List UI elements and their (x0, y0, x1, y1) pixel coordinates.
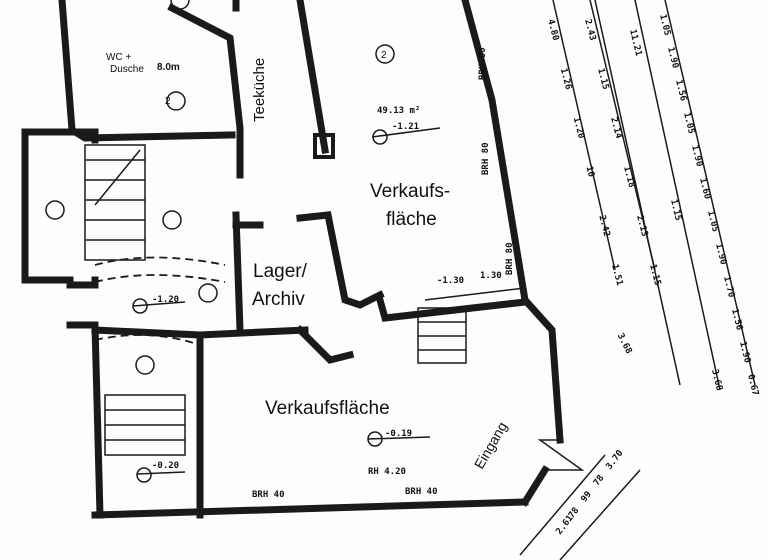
dimension-label: 2.13 (634, 214, 649, 238)
light-icon (45, 200, 65, 220)
dimension-label: 78 (592, 473, 607, 488)
brh-label: BRH 40 (405, 487, 438, 497)
level-label: -1.30 (437, 276, 464, 286)
room-height-label: RH 4.20 (368, 467, 406, 477)
dimension-labels: 4.801.261.20102.421.512.431.152.141.182.… (545, 13, 760, 536)
dimension-label: 1.05 (705, 210, 720, 233)
dimension-label: 1.60 (697, 177, 712, 200)
room-label-teekueche: Teeküche (251, 58, 268, 122)
dimension-label: 1.90 (689, 144, 704, 167)
lager-right-wall (296, 211, 385, 309)
dimension-label: 1.90 (665, 46, 680, 69)
dimension-label: 1.26 (558, 67, 573, 91)
wc-size: 8.0m (157, 62, 180, 73)
lager-left-wall (232, 211, 244, 334)
dimension-label: 1.15 (647, 263, 662, 287)
dimension-label: 10 (583, 165, 595, 178)
room-label-wc: WC + (106, 52, 131, 63)
dimension-label: 1.51 (609, 263, 624, 287)
dimension-label: 3.70 (604, 449, 625, 472)
light-icon (135, 355, 155, 375)
stairs (84, 144, 467, 456)
dimension-label: 1.56 (729, 308, 744, 331)
dimension-label: 1.70 (721, 275, 736, 298)
dimension-label: 1.15 (668, 198, 683, 221)
lower-room-top-wall (196, 326, 309, 339)
room-label-wc: Dusche (110, 64, 144, 75)
dimension-label: 0.67 (745, 373, 760, 396)
brh-label: BRH 80 (505, 242, 515, 275)
dimension-label: 3.68 (709, 368, 724, 391)
dimension-label: 1.90 (713, 242, 728, 265)
marker-circle (166, 91, 186, 111)
dimension-label: 3.68 (615, 332, 634, 356)
brh-label: BRH 80 (481, 142, 491, 175)
upper-room-bottom (375, 295, 529, 322)
teekueche-wall (167, 3, 244, 179)
level-label: -0.20 (152, 461, 179, 471)
outer-left-wall (21, 128, 74, 284)
room-label-lager: Archiv (252, 289, 305, 310)
dimension-label: 2.42 (596, 214, 611, 238)
room-label-verkauf-upper: fläche (386, 209, 437, 230)
light-icon (170, 0, 190, 10)
room-label-eingang: Eingang (471, 419, 511, 472)
entrance-door (537, 439, 585, 471)
level-label: -0.19 (385, 429, 412, 439)
dimension-label: 1.15 (595, 67, 610, 91)
dimension-label: 99 (579, 490, 594, 505)
marker-label: 2 (165, 96, 171, 107)
interior-wall-upper (296, 0, 330, 155)
dimension-label: 1.56 (673, 79, 688, 102)
level-label: 1.30 (480, 271, 502, 281)
lower-left-wall (66, 321, 104, 519)
dimension-label: 1.20 (571, 116, 586, 140)
level-label: -1.21 (392, 122, 419, 132)
brh-label: BRH 80 (478, 47, 488, 80)
dimension-lines (519, 0, 756, 560)
dimension-label: 1.05 (657, 13, 672, 36)
room-label-verkauf-upper: Verkaufs- (370, 181, 450, 202)
walls (21, 0, 585, 519)
marker-circle (375, 44, 395, 64)
stair-room-top (21, 128, 99, 144)
level-marker-icon (136, 467, 152, 483)
light-fixtures (45, 0, 218, 375)
brh-label: BRH 40 (252, 490, 285, 500)
dimension-label: 1.05 (681, 112, 696, 135)
bottom-wall (91, 498, 529, 519)
level-label: -1.20 (152, 295, 179, 305)
marker-label: 2 (381, 50, 387, 61)
room-label-verkauf-lower: Verkaufsfläche (265, 398, 390, 419)
level-markers (132, 44, 526, 483)
wc-wall (58, 0, 236, 142)
area-label: 49.13 m² (377, 106, 420, 116)
light-icon (162, 210, 182, 230)
room-label-lager: Lager/ (253, 261, 308, 282)
dimension-label: 1.90 (737, 341, 752, 364)
dimension-label: 11.21 (627, 28, 643, 57)
dimension-label: 1.18 (621, 165, 636, 189)
light-icon (198, 283, 218, 303)
